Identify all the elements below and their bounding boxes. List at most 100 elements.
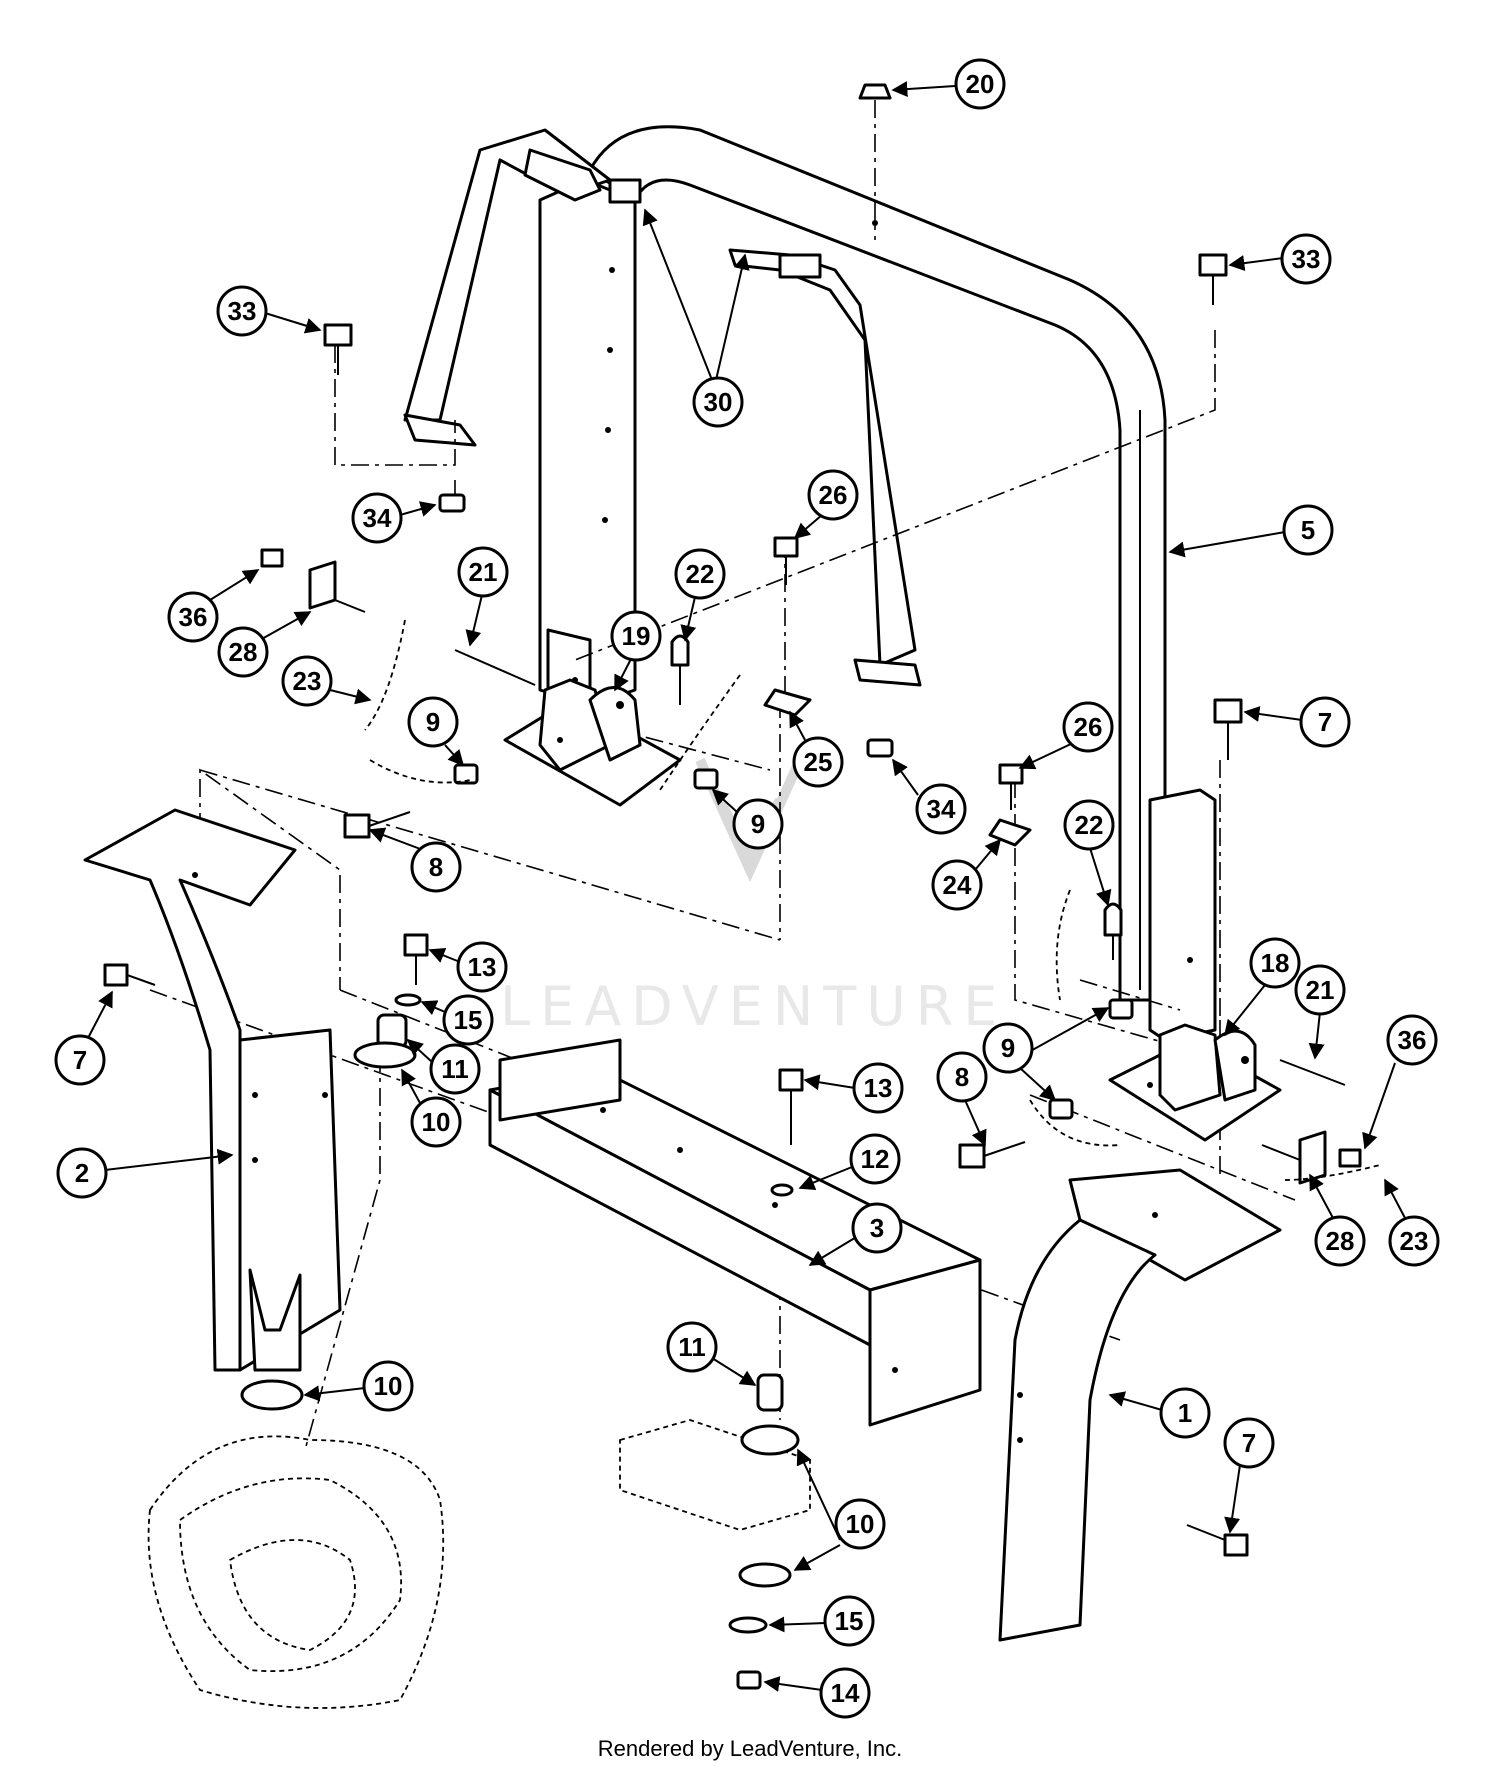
svg-text:7: 7 xyxy=(1242,1428,1256,1458)
svg-text:15: 15 xyxy=(454,1005,483,1035)
svg-text:1: 1 xyxy=(1178,1398,1192,1428)
callout-13: 13 xyxy=(456,941,508,993)
svg-text:7: 7 xyxy=(73,1045,87,1075)
callout-15: 15 xyxy=(442,994,494,1046)
roll-bar-tube xyxy=(588,125,1167,1002)
callout-8: 8 xyxy=(410,841,462,893)
callout-33: 33 xyxy=(216,285,268,337)
callout-28: 28 xyxy=(217,626,269,678)
svg-text:22: 22 xyxy=(686,559,715,589)
callout-26: 26 xyxy=(1062,701,1114,753)
callout-23: 23 xyxy=(1388,1215,1440,1267)
svg-text:23: 23 xyxy=(1400,1226,1429,1256)
svg-text:28: 28 xyxy=(229,637,258,667)
svg-text:36: 36 xyxy=(179,602,208,632)
svg-text:25: 25 xyxy=(804,747,833,777)
svg-text:15: 15 xyxy=(835,1606,864,1636)
svg-text:11: 11 xyxy=(441,1054,469,1084)
svg-text:9: 9 xyxy=(1001,1033,1015,1063)
callout-13: 13 xyxy=(852,1062,904,1114)
crossbeam xyxy=(488,1038,982,1427)
callout-36: 36 xyxy=(167,591,219,643)
callout-7: 7 xyxy=(1299,696,1351,748)
callout-11: 11 xyxy=(429,1043,481,1095)
callout-28: 28 xyxy=(1314,1215,1366,1267)
left-fender-support xyxy=(83,808,342,1372)
callout-26: 26 xyxy=(807,469,859,521)
svg-text:10: 10 xyxy=(422,1107,451,1137)
callout-10: 10 xyxy=(362,1360,414,1412)
callout-19: 19 xyxy=(610,610,662,662)
callout-1: 1 xyxy=(1159,1387,1211,1439)
svg-text:8: 8 xyxy=(429,852,443,882)
callout-11: 11 xyxy=(666,1321,718,1373)
svg-text:13: 13 xyxy=(468,952,497,982)
svg-text:10: 10 xyxy=(846,1509,875,1539)
footer-credit: Rendered by LeadVenture, Inc. xyxy=(597,1736,903,1761)
svg-text:10: 10 xyxy=(374,1371,403,1401)
svg-text:7: 7 xyxy=(1318,707,1332,737)
svg-text:21: 21 xyxy=(469,557,498,587)
callouts: 20 33 33 30 34 5 26 36 21 22 19 28 23 9 … xyxy=(54,58,1440,1719)
callout-24: 24 xyxy=(931,859,983,911)
callout-22: 22 xyxy=(1063,799,1115,851)
left-mount-bracket xyxy=(503,678,682,807)
svg-text:33: 33 xyxy=(228,296,257,326)
svg-text:13: 13 xyxy=(864,1073,893,1103)
callout-33: 33 xyxy=(1280,233,1332,285)
svg-text:20: 20 xyxy=(966,69,995,99)
svg-text:30: 30 xyxy=(704,387,733,417)
svg-text:21: 21 xyxy=(1306,975,1335,1005)
right-mount-bracket xyxy=(1108,1023,1282,1142)
callout-14: 14 xyxy=(819,1667,871,1719)
seat-belt-left xyxy=(403,128,642,447)
callout-23: 23 xyxy=(281,655,333,707)
seat-belt-right xyxy=(728,248,922,687)
svg-text:22: 22 xyxy=(1075,810,1104,840)
callout-34: 34 xyxy=(351,492,403,544)
svg-text:11: 11 xyxy=(678,1332,706,1362)
svg-text:33: 33 xyxy=(1292,244,1321,274)
chains xyxy=(364,619,1381,1181)
callout-7: 7 xyxy=(54,1034,106,1086)
svg-text:28: 28 xyxy=(1326,1226,1355,1256)
watermark-text: LEADVENTURE xyxy=(500,975,1007,1038)
callout-25: 25 xyxy=(792,736,844,788)
svg-text:26: 26 xyxy=(819,480,848,510)
svg-text:24: 24 xyxy=(943,870,972,900)
transmission-outline xyxy=(147,1435,445,1709)
callout-5: 5 xyxy=(1282,504,1334,556)
callout-15: 15 xyxy=(823,1595,875,1647)
svg-text:36: 36 xyxy=(1398,1025,1427,1055)
callout-8: 8 xyxy=(936,1051,988,1103)
svg-text:9: 9 xyxy=(426,707,440,737)
svg-text:2: 2 xyxy=(75,1158,89,1188)
callout-22: 22 xyxy=(674,548,726,600)
left-upright-tube xyxy=(538,178,637,747)
callout-21: 21 xyxy=(457,546,509,598)
svg-text:19: 19 xyxy=(622,621,651,651)
callout-30: 30 xyxy=(692,376,744,428)
callout-9: 9 xyxy=(732,798,784,850)
svg-text:23: 23 xyxy=(293,666,322,696)
callout-10: 10 xyxy=(834,1498,886,1550)
frame-plate-outline xyxy=(619,1419,811,1531)
callout-10: 10 xyxy=(410,1096,462,1148)
callout-9: 9 xyxy=(982,1022,1034,1074)
svg-text:34: 34 xyxy=(927,794,956,824)
right-upright-tube xyxy=(1148,788,1217,1042)
callout-12: 12 xyxy=(849,1133,901,1185)
watermark-logo: LEADVENTURE xyxy=(500,757,1007,1038)
callout-20: 20 xyxy=(954,58,1006,110)
callout-7: 7 xyxy=(1223,1417,1275,1469)
svg-text:12: 12 xyxy=(861,1144,890,1174)
svg-text:18: 18 xyxy=(1261,948,1290,978)
svg-text:3: 3 xyxy=(870,1213,884,1243)
svg-text:34: 34 xyxy=(363,503,392,533)
callout-21: 21 xyxy=(1294,964,1346,1016)
callout-36: 36 xyxy=(1386,1014,1438,1066)
callout-34: 34 xyxy=(915,783,967,835)
svg-text:8: 8 xyxy=(955,1062,969,1092)
callout-2: 2 xyxy=(56,1147,108,1199)
